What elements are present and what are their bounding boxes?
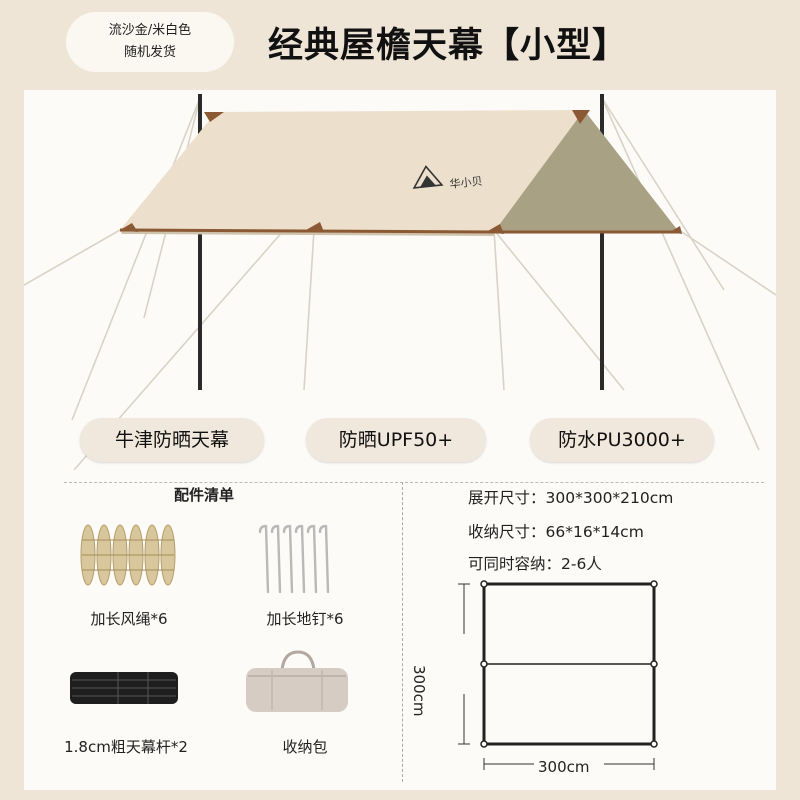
spec-label: 收纳尺寸： [468, 523, 546, 541]
product-title: 经典屋檐天幕【小型】 [268, 26, 629, 66]
pole-icon [70, 672, 178, 704]
shipping-note: 随机发货 [123, 45, 176, 60]
spec-value: 300*300*210cm [545, 489, 674, 507]
dimension-height-label: 300cm [410, 665, 428, 717]
spec-label: 展开尺寸： [468, 489, 546, 507]
brand-logo-text: 华小贝 [449, 174, 483, 191]
accessory-label-bag: 收纳包 [282, 738, 328, 756]
spec-value: 2-6人 [561, 555, 602, 573]
rope-icon [80, 524, 176, 586]
bag-icon [246, 650, 348, 712]
tarp-dimension-diagram [458, 580, 658, 770]
stake-icon [258, 524, 330, 594]
spec-label: 可同时容纳： [468, 555, 562, 573]
accessory-label-pole: 1.8cm粗天幕杆*2 [64, 738, 188, 756]
section-divider [64, 482, 764, 483]
feature-pill-waterproof: 防水PU3000+ [530, 418, 714, 462]
tarp-illustration: 华小贝 [24, 94, 776, 471]
spec-packed: 收纳尺寸：66*16*14cm [468, 520, 644, 542]
accessories-heading: 配件清单 [174, 486, 235, 504]
accessory-label-stake: 加长地钉*6 [266, 610, 344, 628]
color-option-tag: 流沙金/米白色 随机发货 [66, 12, 234, 72]
feature-pill-upf: 防晒UPF50+ [306, 418, 486, 462]
color-option-text: 流沙金/米白色 [108, 23, 192, 38]
accessory-label-rope: 加长风绳*6 [90, 610, 168, 628]
tarp-end-flap [494, 110, 679, 232]
tarp-trim [119, 228, 679, 234]
spec-unfolded: 展开尺寸：300*300*210cm [468, 486, 673, 508]
product-panel: 华小贝 牛津防晒天幕 防晒UPF50+ 防水PU3000+ 配件清单 加长风绳*… [24, 90, 776, 790]
column-divider [402, 482, 403, 782]
guy-ropes [24, 97, 776, 471]
tarp-roof [120, 110, 584, 232]
feature-pill-oxford: 牛津防晒天幕 [80, 418, 264, 462]
dimension-width-label: 300cm [538, 758, 590, 776]
brand-logo-icon [412, 165, 444, 189]
spec-capacity: 可同时容纳：2-6人 [468, 552, 602, 574]
spec-value: 66*16*14cm [545, 523, 644, 541]
